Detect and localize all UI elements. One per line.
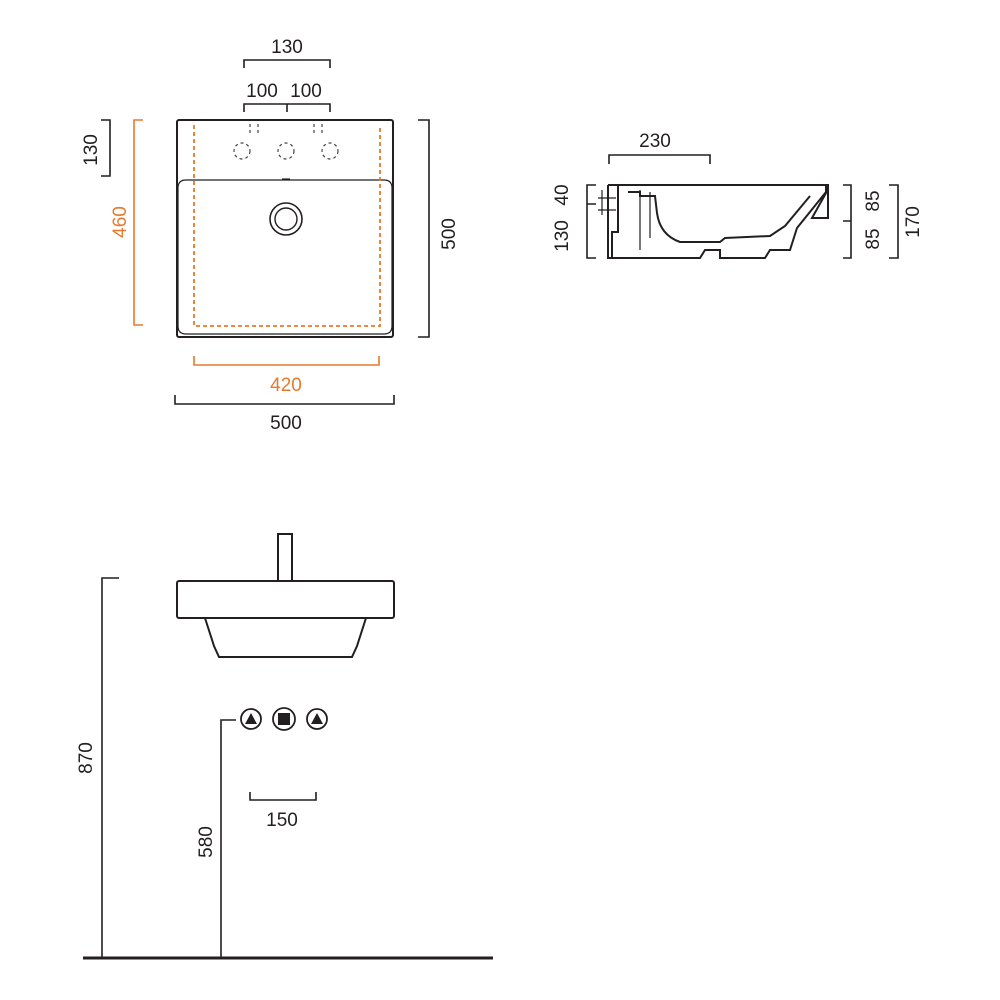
tap-hole-right-icon <box>321 142 339 160</box>
dim-line-overall-width <box>174 395 395 405</box>
dim-line-tap-zone-depth <box>101 119 111 177</box>
basin-front <box>176 580 395 619</box>
label-mount-height: 870 <box>76 742 97 774</box>
dim-line-tap-spacing-total <box>243 59 331 68</box>
label-supply-spacing: 150 <box>266 810 298 831</box>
label-tap-zone-depth: 130 <box>81 134 102 166</box>
label-total-height: 170 <box>903 206 924 238</box>
tap-hole-center-icon <box>277 142 295 160</box>
basin-underside <box>203 617 368 658</box>
basin-section-wall <box>628 191 811 243</box>
dim-line-tap-spacing <box>243 103 331 112</box>
side-section: 230 40 130 85 85 170 <box>552 131 924 259</box>
dim-line-mount-height <box>101 577 119 958</box>
label-supply-height: 580 <box>196 826 217 858</box>
supply-center-icon <box>272 707 296 731</box>
section-inner-lines <box>639 190 651 250</box>
dim-line-supply-height <box>220 719 236 958</box>
drain-inner-ring <box>274 207 298 231</box>
faucet <box>277 533 293 583</box>
dim-line-total-height <box>889 184 899 259</box>
label-tap-spacing-right: 100 <box>290 81 322 102</box>
label-basin-inner-width: 420 <box>270 375 302 396</box>
dim-line-left-heights <box>586 184 596 259</box>
supply-left-icon <box>240 708 262 730</box>
dim-line-basin-inner-depth <box>133 119 143 326</box>
dim-line-reach <box>608 154 711 164</box>
dim-line-supply-spacing <box>249 792 317 801</box>
label-reach: 230 <box>639 131 671 152</box>
basin-bowl-outline <box>177 179 393 335</box>
top-view: 130 100 100 130 460 500 420 500 <box>81 37 460 434</box>
dim-line-basin-inner-width <box>193 356 380 366</box>
label-tap-spacing-left: 100 <box>246 81 278 102</box>
tap-marker <box>598 190 616 215</box>
basin-inner-dashed <box>193 125 381 327</box>
dim-line-halves <box>843 184 852 259</box>
tap-hole-left-icon <box>233 142 251 160</box>
label-tap-spacing-total: 130 <box>271 37 303 58</box>
label-lower-half: 85 <box>863 228 884 249</box>
label-overall-depth: 500 <box>439 218 460 250</box>
label-top-offset: 40 <box>552 184 573 205</box>
dim-line-overall-depth <box>418 119 430 338</box>
label-upper-half: 85 <box>863 190 884 211</box>
label-basin-inner-depth: 460 <box>110 206 131 238</box>
label-lower-height: 130 <box>552 220 573 252</box>
supply-right-icon <box>306 708 328 730</box>
front-elevation: 870 580 150 <box>76 533 493 960</box>
label-overall-width: 500 <box>270 413 302 434</box>
